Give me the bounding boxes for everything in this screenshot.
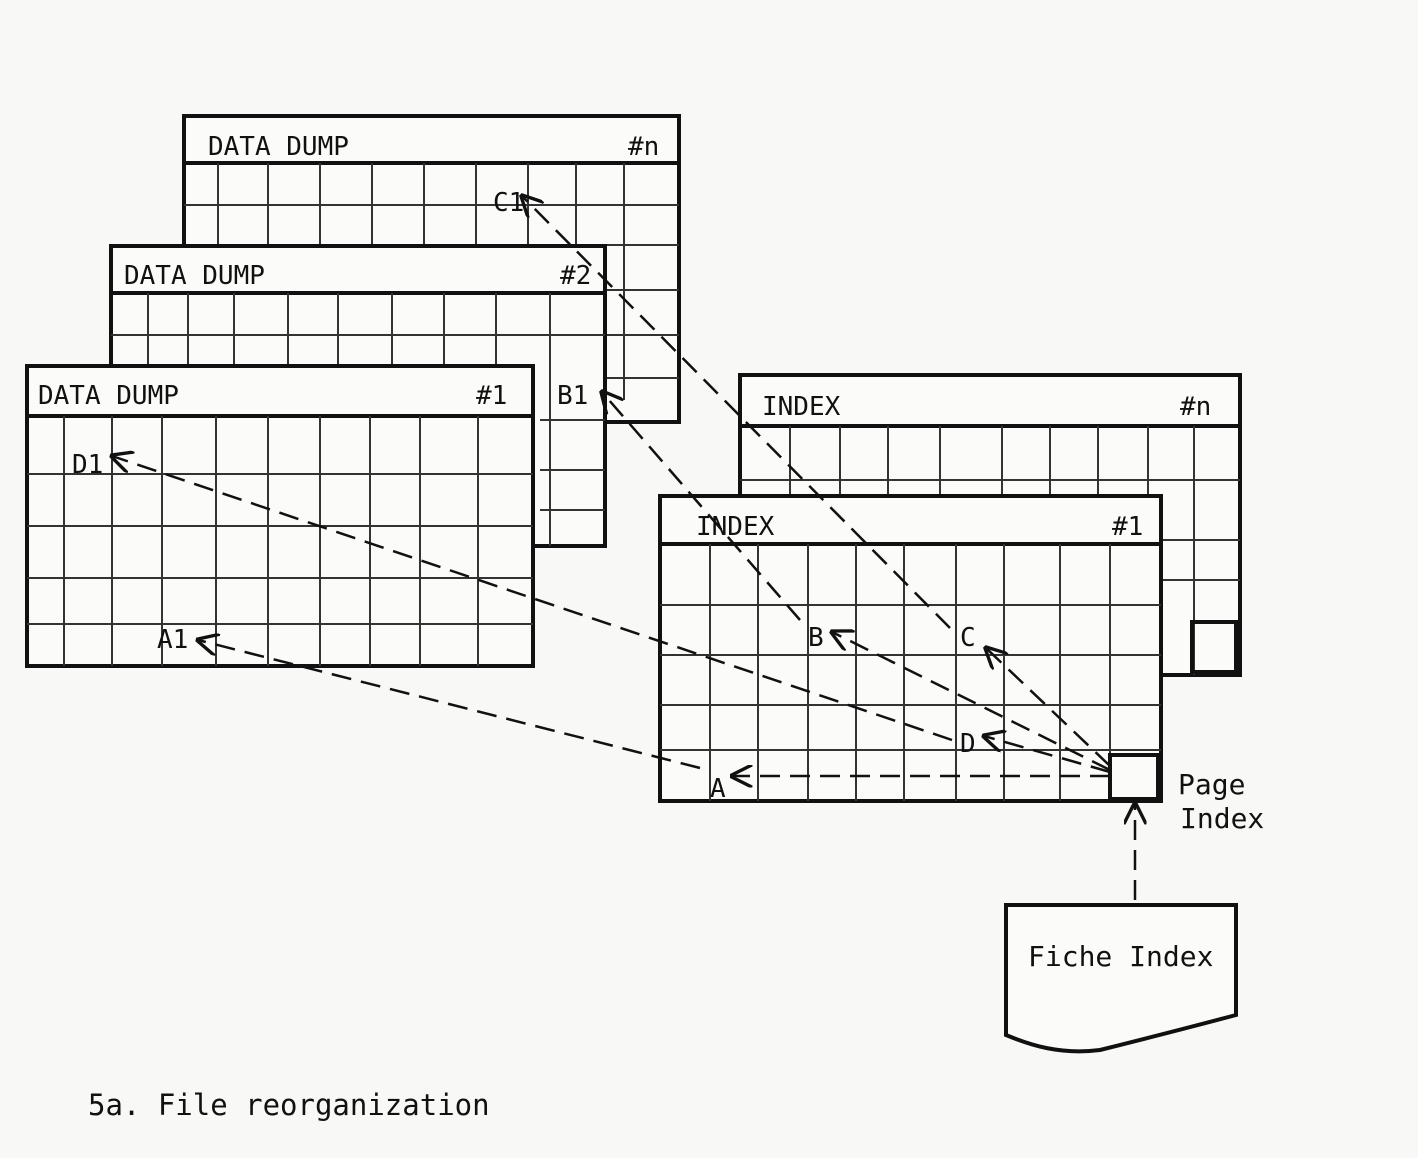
data-dump-sheet-1: DATA DUMP #1 D1 A1 [25,364,535,668]
data-dump-n-number: #n [628,132,659,162]
marker-a1: A1 [157,625,188,655]
arrow-c-to-c1 [522,196,951,629]
data-dump-2-title: DATA DUMP [124,261,265,291]
marker-d: D [960,729,976,759]
arrow-page-index-to-d [984,736,1111,774]
arrow-b-to-b1 [602,392,801,621]
figure-caption: 5a. File reorganization [88,1088,490,1122]
index-n-number: #n [1180,392,1211,422]
marker-b1: B1 [557,381,588,411]
page-index-label-line1: Page [1178,768,1245,801]
marker-c: C [960,623,976,653]
index-1-title: INDEX [696,512,775,542]
reference-arrows [112,196,1135,900]
index-sheet-1: INDEX #1 A B C D [658,494,1163,804]
index-n-title: INDEX [762,392,841,422]
page-index-label-line2: Index [1180,802,1264,835]
arrow-page-index-to-b [832,632,1111,772]
data-dump-1-number: #1 [476,381,507,411]
marker-d1: D1 [72,450,103,480]
fiche-index-document: Fiche Index [1004,903,1238,1054]
marker-a: A [710,774,726,804]
index-1-number: #1 [1112,512,1143,542]
data-dump-n-title: DATA DUMP [208,132,349,162]
fiche-index-label: Fiche Index [1028,940,1213,973]
marker-c1: C1 [493,188,524,218]
data-dump-2-number: #2 [560,261,591,291]
arrow-a-to-a1 [198,640,701,770]
data-dump-1-title: DATA DUMP [38,381,179,411]
arrow-d-to-d1 [112,456,953,742]
marker-b: B [808,623,824,653]
